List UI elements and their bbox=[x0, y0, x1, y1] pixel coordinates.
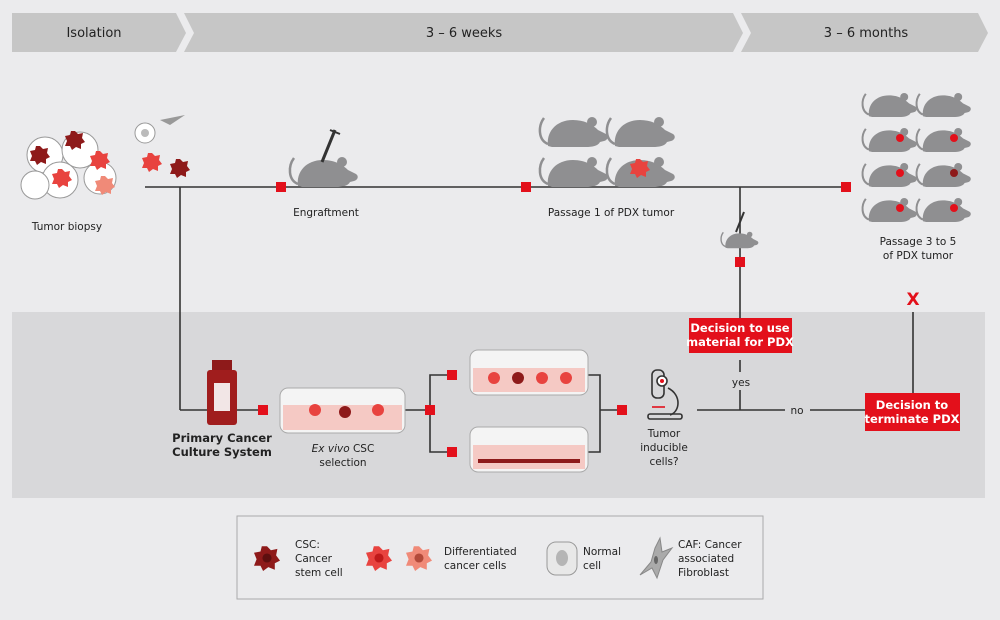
phase-isolation bbox=[12, 13, 186, 52]
legend-label: Cancer bbox=[295, 553, 333, 565]
decision-use-box bbox=[689, 318, 792, 353]
legend-label: cancer cells bbox=[444, 560, 506, 572]
phase-label: 3 – 6 months bbox=[824, 26, 909, 41]
legend-label: Differentiated bbox=[444, 546, 517, 558]
ex-vivo-text: CSC bbox=[350, 443, 375, 455]
tumor-biopsy-illustration bbox=[20, 115, 190, 200]
legend-label: CAF: Cancer bbox=[678, 539, 742, 551]
phase-label: Isolation bbox=[66, 26, 121, 41]
legend-label: associated bbox=[678, 553, 734, 565]
ex-vivo-italic: Ex vivo bbox=[312, 443, 350, 455]
culture-flask-icon bbox=[207, 360, 237, 425]
phase-months bbox=[741, 13, 988, 52]
petri-dish-icon bbox=[279, 387, 406, 434]
mouse-icon bbox=[288, 155, 359, 189]
primary-culture-label: Primary Cancer bbox=[172, 431, 272, 445]
decision-terminate-text: terminate PDX bbox=[865, 412, 960, 426]
decision-terminate-text: Decision to bbox=[876, 398, 948, 412]
engraftment-label: Engraftment bbox=[293, 207, 359, 219]
legend-box bbox=[236, 515, 764, 600]
csc-cell-icon bbox=[254, 546, 280, 571]
legend-label: Normal bbox=[583, 546, 621, 558]
petri-dish-icon bbox=[469, 349, 589, 396]
tumor-biopsy-label: Tumor biopsy bbox=[31, 221, 102, 233]
passage3-5-label: of PDX tumor bbox=[883, 250, 954, 262]
microscope-icon bbox=[647, 369, 683, 420]
decision-use-text: material for PDX bbox=[686, 335, 794, 349]
normal-cell-icon bbox=[546, 541, 578, 576]
legend-label: CSC: bbox=[295, 539, 320, 551]
mouse-icon bbox=[720, 231, 760, 249]
syringe-icon bbox=[320, 129, 341, 163]
step-markers bbox=[258, 182, 851, 457]
differentiated-cell-icon bbox=[406, 546, 432, 571]
phase-label: 3 – 6 weeks bbox=[426, 26, 503, 41]
ex-vivo-label: selection bbox=[319, 457, 366, 469]
passage1-mice bbox=[538, 115, 676, 189]
phase-weeks bbox=[184, 13, 743, 52]
no-label: no bbox=[790, 405, 803, 417]
legend-label: stem cell bbox=[295, 567, 343, 579]
terminate-x-mark: X bbox=[906, 290, 919, 310]
tumor-inducible-label: Tumor bbox=[647, 428, 681, 440]
differentiated-cell-icon bbox=[366, 546, 392, 571]
legend-label: Fibroblast bbox=[678, 567, 729, 579]
passage1-label: Passage 1 of PDX tumor bbox=[548, 207, 675, 219]
passage3-5-mice bbox=[861, 91, 972, 224]
ex-vivo-label: Ex vivo CSC bbox=[312, 443, 375, 455]
timeline-header: Isolation 3 – 6 weeks 3 – 6 months bbox=[12, 13, 988, 52]
decision-use-text: Decision to use bbox=[690, 321, 789, 335]
caf-cell-icon bbox=[639, 536, 674, 580]
legend-label: cell bbox=[583, 560, 601, 572]
tumor-inducible-label: inducible bbox=[640, 442, 688, 454]
passage3-5-label: Passage 3 to 5 bbox=[880, 236, 957, 248]
syringe-icon bbox=[735, 211, 745, 233]
primary-culture-label: Culture System bbox=[172, 445, 272, 459]
tumor-inducible-label: cells? bbox=[649, 456, 678, 468]
petri-dish-icon bbox=[469, 426, 589, 473]
decision-terminate-box bbox=[865, 393, 960, 431]
yes-label: yes bbox=[732, 377, 750, 389]
